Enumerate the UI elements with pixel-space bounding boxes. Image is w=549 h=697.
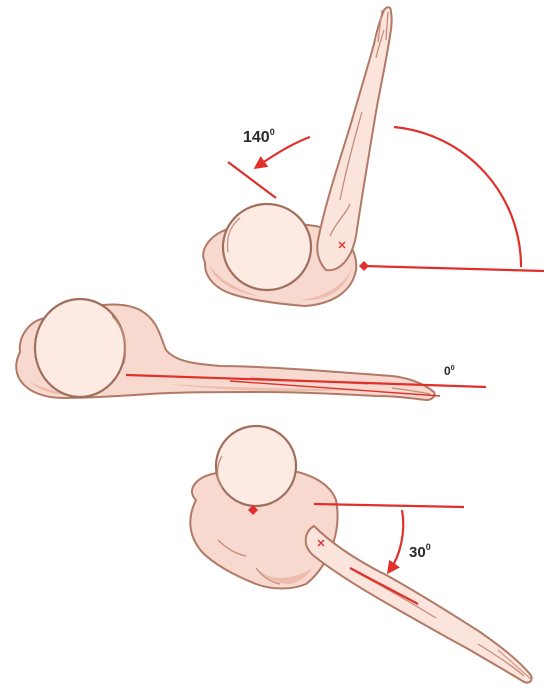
flexion-horizontal-reference-line	[364, 266, 544, 271]
extension-direction-arrow	[390, 510, 403, 570]
neutral-head	[35, 299, 125, 397]
flexion-figure: 1400	[203, 7, 544, 306]
neutral-angle-label: 00	[444, 364, 455, 378]
extension-head	[216, 426, 296, 506]
flexion-end-range-line	[228, 162, 276, 198]
flexion-head	[223, 204, 311, 290]
neutral-figure: 00	[16, 299, 486, 400]
flexion-angle-arc	[394, 127, 521, 267]
extension-angle-label: 300	[409, 542, 431, 561]
extension-figure: 300	[190, 426, 532, 683]
flexion-angle-label: 1400	[243, 127, 275, 146]
flexion-pivot-marker	[359, 261, 369, 271]
